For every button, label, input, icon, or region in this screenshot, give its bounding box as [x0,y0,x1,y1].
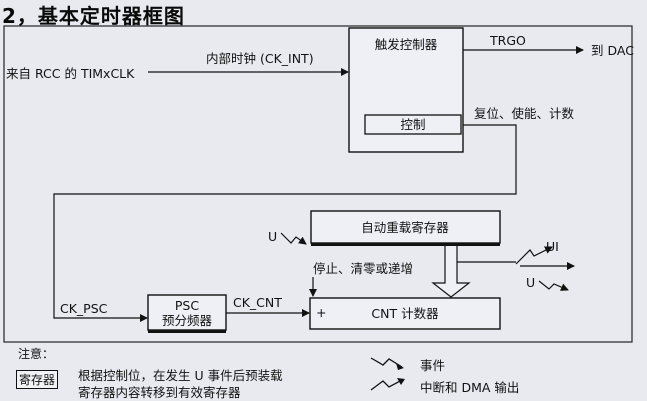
ck-psc-label: CK_PSC [60,301,108,316]
control-box [364,114,462,135]
cnt-plus-label: + [316,305,326,320]
trgo-label: TRGO [489,33,526,48]
irq-legend-icon [370,378,405,391]
psc-label-line2: 预分频器 [162,313,213,328]
register-legend-text: 根据控制位，在发生 U 事件后预装载 寄存器内容转移到有效寄存器 [78,367,283,401]
ck-cnt-label: CK_CNT [233,295,282,310]
event-legend-label: 事件 [420,358,446,373]
irq-legend-label: 中断和 DMA 输出 [420,380,520,395]
u-output-label: U [526,275,535,290]
ui-output-icon [515,246,553,265]
page-title: 2，基本定时器框图 [2,4,185,28]
auto-reload-shadow [311,243,500,246]
trigger-controller-label: 触发控制器 [375,37,438,52]
ui-output-label: UI [546,239,559,254]
control-label: 控制 [400,117,425,132]
register-legend-line1: 根据控制位，在发生 U 事件后预装载 [78,368,283,383]
cnt-counter-box [309,297,501,330]
notes-heading: 注意： [18,347,55,361]
psc-shadow [148,330,226,333]
u-event-in-label: U [268,229,277,244]
stop-clear-label: 停止、清零或递增 [313,261,413,276]
cnt-counter-label: CNT 计数器 [371,306,439,321]
u-event-in-icon [280,232,307,245]
clock-source-label: 来自 RCC 的 TIMxCLK [6,66,135,81]
u-output-icon [538,280,569,291]
psc-label-line1: PSC [175,298,199,313]
event-legend-icon [370,357,404,370]
notes-panel: 注意： 寄存器 根据控制位，在发生 U 事件后预装载 寄存器内容转移到有效寄存器… [0,343,647,401]
auto-reload-register-box [310,210,501,244]
block-diagram: 来自 RCC 的 TIMxCLK 内部时钟 (CK_INT) 触发控制器 控制 … [3,25,634,343]
transfer-arrow [431,246,471,298]
diagram-frame [3,25,633,343]
auto-reload-register-label: 自动重载寄存器 [361,220,449,235]
ck-int-label: 内部时钟 (CK_INT) [206,51,314,66]
register-legend-line2: 寄存器内容转移到有效寄存器 [78,385,241,400]
to-dac-label: 到 DAC [591,43,634,58]
reset-enable-count-label: 复位、使能、计数 [474,106,575,121]
register-legend-box: 寄存器 [16,370,59,389]
control-path [53,124,517,322]
